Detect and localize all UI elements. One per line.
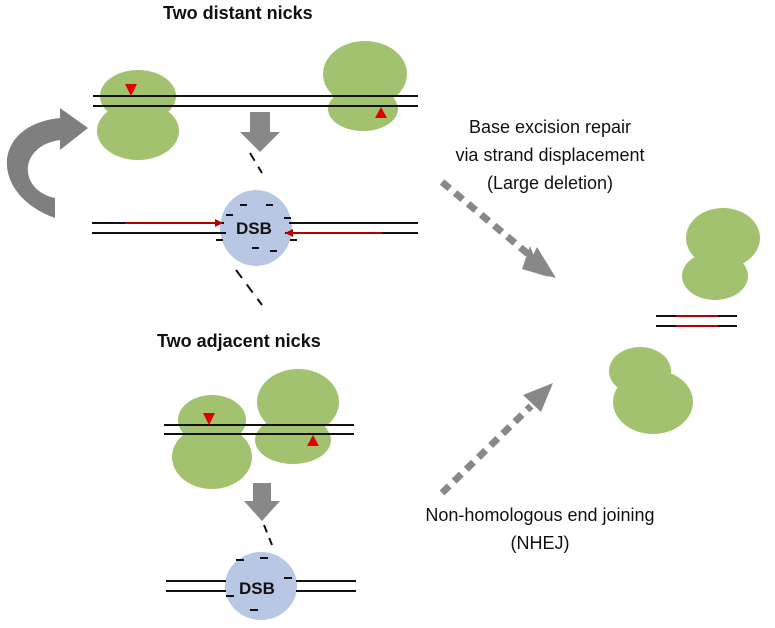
adjacent-nicks-complex: [164, 369, 354, 489]
heading-two-adjacent-nicks: Two adjacent nicks: [157, 331, 321, 351]
nick-marker-icon: [375, 107, 387, 118]
ber-label-line2: via strand displacement: [455, 145, 644, 165]
dsb-circle: [225, 552, 297, 620]
dsb-label: DSB: [236, 219, 272, 238]
nickase-enzyme-lower: [609, 347, 693, 434]
dsb-circle: [220, 190, 292, 266]
step-arrow-down-icon: [240, 112, 280, 152]
dsb-bottom: DSB: [166, 552, 356, 620]
nickase-enzyme-right: [255, 369, 339, 464]
distant-nicks-complex: [93, 41, 418, 160]
step-arrow-down-icon: [244, 483, 280, 521]
ber-label-line1: Base excision repair: [469, 117, 631, 137]
nickase-enzyme-left: [97, 70, 179, 160]
nick-marker-icon: [125, 84, 137, 96]
ber-label-line3: (Large deletion): [487, 173, 613, 193]
arrow-head: [523, 383, 553, 412]
nickase-enzyme-left: [172, 395, 252, 489]
nickase-enzyme-upper: [682, 208, 760, 300]
connector-dashes: [263, 524, 273, 546]
dsb-label: DSB: [239, 579, 275, 598]
connector-dashes: [235, 269, 263, 306]
nhej-label-line1: Non-homologous end joining: [425, 505, 654, 525]
ber-dashed-arrow-icon: [439, 179, 536, 261]
released-enzymes: [609, 208, 760, 434]
nick-marker-icon: [307, 435, 319, 446]
heading-two-distant-nicks: Two distant nicks: [163, 3, 313, 23]
nhej-label-line2: (NHEJ): [511, 533, 570, 553]
cycle-arrow-icon: [6, 108, 88, 218]
nickase-enzyme-right: [323, 41, 407, 131]
nick-marker-icon: [203, 413, 215, 425]
dsb-top: DSB: [92, 190, 418, 266]
nhej-dashed-arrow-icon: [439, 403, 534, 496]
repaired-dna: [656, 315, 737, 327]
connector-dashes: [249, 152, 263, 174]
